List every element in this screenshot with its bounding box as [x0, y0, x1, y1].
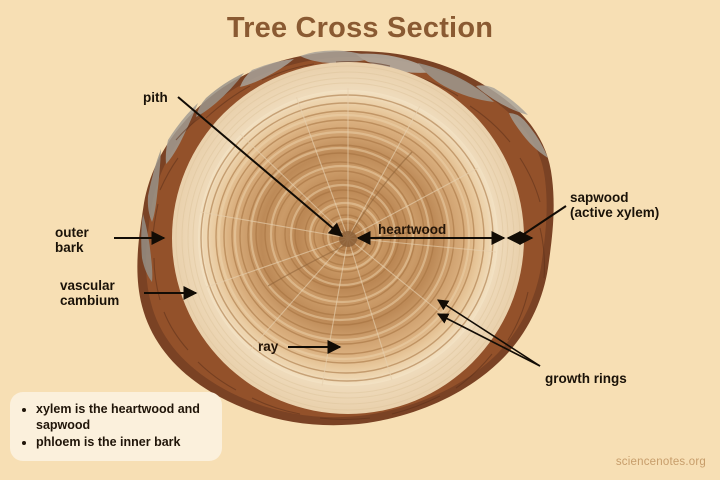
label-vascular-cambium: vascular cambium: [60, 278, 120, 308]
ray-lines: [199, 88, 497, 387]
annotation-arrows: [114, 96, 567, 367]
legend-item-xylem: xylem is the heartwood and sapwood: [36, 401, 212, 434]
legend-item-phloem: phloem is the inner bark: [36, 434, 212, 451]
legend-list: xylem is the heartwood and sapwood phloe…: [20, 401, 212, 451]
watermark: sciencenotes.org: [615, 456, 706, 468]
lichen-patches: [141, 50, 548, 282]
growth-rings-arrow-1: [437, 299, 541, 367]
label-outer-bark: outer bark: [55, 225, 89, 255]
bark-texture: [151, 60, 546, 421]
label-heartwood: heartwood: [378, 222, 447, 237]
pith-center: [339, 231, 357, 247]
pith-arrow: [177, 96, 344, 237]
page-title: Tree Cross Section: [226, 12, 494, 44]
sapwood-leader-line: [523, 205, 567, 235]
growth-rings-arrow-2: [437, 313, 541, 367]
label-sapwood: sapwood (active xylem): [570, 190, 660, 220]
label-ray: ray: [258, 339, 279, 354]
heartwood-region: [198, 88, 498, 387]
legend-box: xylem is the heartwood and sapwood phloe…: [10, 392, 222, 461]
label-pith: pith: [143, 90, 168, 105]
label-growth-rings: growth rings: [545, 371, 627, 386]
